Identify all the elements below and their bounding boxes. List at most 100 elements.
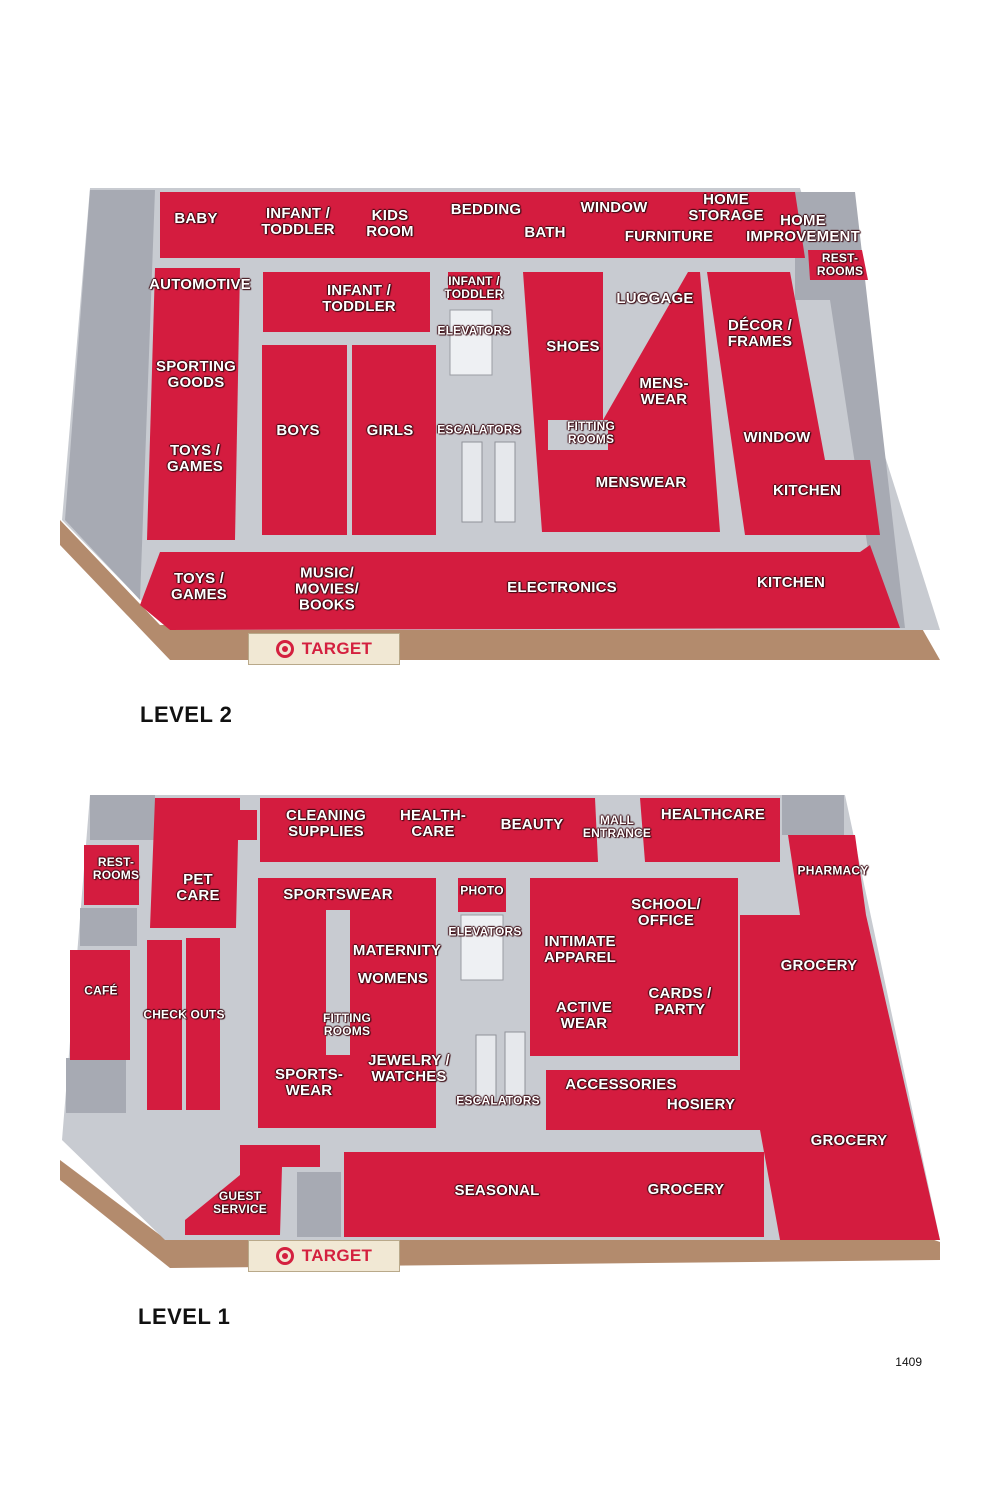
level2-shoes-menswear-block	[523, 272, 720, 532]
level1-target-sign: TARGET	[248, 1240, 400, 1272]
level1-school-block	[612, 878, 738, 1056]
level2-left-strip	[65, 190, 155, 600]
level2-boys-block	[262, 345, 347, 535]
dept-toys-games-bottom: TOYS /GAMES	[170, 569, 228, 603]
level2-left-column	[147, 268, 240, 540]
dept-school-office: SCHOOL/OFFICE	[631, 895, 701, 929]
dept-kitchen-right: KITCHEN	[772, 481, 842, 499]
dept-restrooms: REST-ROOMS	[816, 251, 864, 278]
dept-luggage: LUGGAGE	[616, 289, 694, 307]
level2-floorplan	[60, 188, 940, 660]
level2-infant-small-block	[448, 272, 500, 300]
dept-hosiery: HOSIERY	[666, 1095, 736, 1113]
dept-decor-frames: DÉCOR /FRAMES	[727, 316, 793, 350]
dept-baby: BABY	[174, 209, 218, 227]
dept-toys-games-left: TOYS /GAMES	[166, 441, 224, 475]
dept-womens: WOMENS	[357, 969, 429, 987]
level1-gray-right-top	[782, 795, 844, 835]
dept-window-right: WINDOW	[743, 428, 811, 446]
level1-guest-service-block	[185, 1145, 320, 1235]
level1-seasonal-block	[344, 1152, 764, 1237]
dept-menswear-split: MENS-WEAR	[639, 374, 689, 408]
level1-gray-bottom	[297, 1172, 341, 1237]
dept-accessories: ACCESSORIES	[565, 1075, 677, 1093]
level1-fitting-divider	[326, 910, 350, 1055]
level1-cleaning-beauty-block	[260, 798, 598, 862]
dept-healthcare-split: HEALTH-CARE	[399, 806, 467, 840]
level1-checkout-1	[147, 940, 182, 1110]
dept-photo: PHOTO	[460, 883, 504, 898]
level2-fitting-divider	[548, 420, 608, 450]
dept-boys: BOYS	[276, 421, 320, 439]
dept-sportswear-top: SPORTSWEAR	[283, 885, 393, 903]
target-logo-icon	[275, 1247, 294, 1265]
level2-decor-kitchen-block	[707, 272, 880, 535]
dept-girls: GIRLS	[366, 421, 414, 439]
target-logo-icon	[275, 640, 294, 658]
level1-accessories-block	[546, 1070, 742, 1130]
dept-infant-toddler-small: INFANT /TODDLER	[444, 274, 504, 301]
dept-pharmacy: PHARMACY	[797, 863, 869, 878]
target-sign-text: TARGET	[301, 639, 373, 658]
dept-maternity: MATERNITY	[352, 941, 442, 959]
level1-petcare-block	[150, 798, 257, 928]
dept-menswear: MENSWEAR	[595, 473, 687, 491]
level1-elevator-box	[460, 914, 504, 981]
dept-bedding: BEDDING	[450, 200, 522, 218]
dept-window-top: WINDOW	[580, 198, 648, 216]
dept-shoes: SHOES	[546, 337, 600, 355]
dept-elevators: ELEVATORS	[437, 323, 511, 338]
page-number: 1409	[895, 1355, 922, 1369]
level1-gray-left-mid	[80, 908, 137, 946]
dept-elevators-l1: ELEVATORS	[448, 924, 522, 939]
dept-infant-toddler-mid: INFANT /TODDLER	[322, 281, 396, 315]
dept-bath: BATH	[524, 223, 566, 241]
target-sign-text: TARGET	[301, 1246, 373, 1265]
dept-cards-party: CARDS /PARTY	[648, 984, 712, 1018]
level1-healthcare-block	[640, 798, 780, 862]
level2-infant-toddler-block	[263, 272, 430, 332]
level1-grocery-right-block	[740, 915, 940, 1240]
dept-jewelry-watches: JEWELRY /WATCHES	[368, 1051, 450, 1085]
level2-restrooms	[808, 250, 868, 280]
level2-escalator-right	[494, 441, 516, 523]
dept-healthcare: HEALTHCARE	[660, 805, 766, 823]
level1-floorplan	[60, 795, 940, 1268]
dept-grocery-bottom: GROCERY	[647, 1180, 725, 1198]
dept-check-outs: CHECK OUTS	[143, 1007, 225, 1022]
dept-escalators-l1: ESCALATORS	[456, 1093, 540, 1108]
dept-automotive: AUTOMOTIVE	[149, 275, 251, 293]
level1-gray-topleft	[90, 795, 155, 840]
level2-target-sign: TARGET	[248, 633, 400, 665]
level1-photo-block	[458, 878, 506, 912]
level1-escalator-right	[504, 1031, 526, 1105]
level2-girls-block	[352, 345, 436, 535]
dept-kitchen-bottom: KITCHEN	[756, 573, 826, 591]
dept-infant-toddler-top: INFANT /TODDLER	[261, 204, 335, 238]
dept-beauty: BEAUTY	[500, 815, 564, 833]
level1-restrooms-block	[84, 845, 139, 905]
level1-pharmacy-block	[788, 835, 866, 915]
dept-music-movies-books: MUSIC/MOVIES/BOOKS	[295, 564, 359, 615]
dept-escalators: ESCALATORS	[437, 422, 521, 437]
dept-sportswear-bottom: SPORTS-WEAR	[274, 1065, 344, 1099]
level1-checkout-2	[186, 938, 220, 1110]
level1-intimate-block	[530, 878, 628, 1056]
level2-elevator-box	[449, 309, 493, 376]
level2-top-row	[160, 192, 805, 258]
dept-restrooms-l1: REST-ROOMS	[92, 855, 140, 882]
level1-title: LEVEL 1	[138, 1304, 231, 1329]
level2-title: LEVEL 2	[140, 702, 233, 727]
